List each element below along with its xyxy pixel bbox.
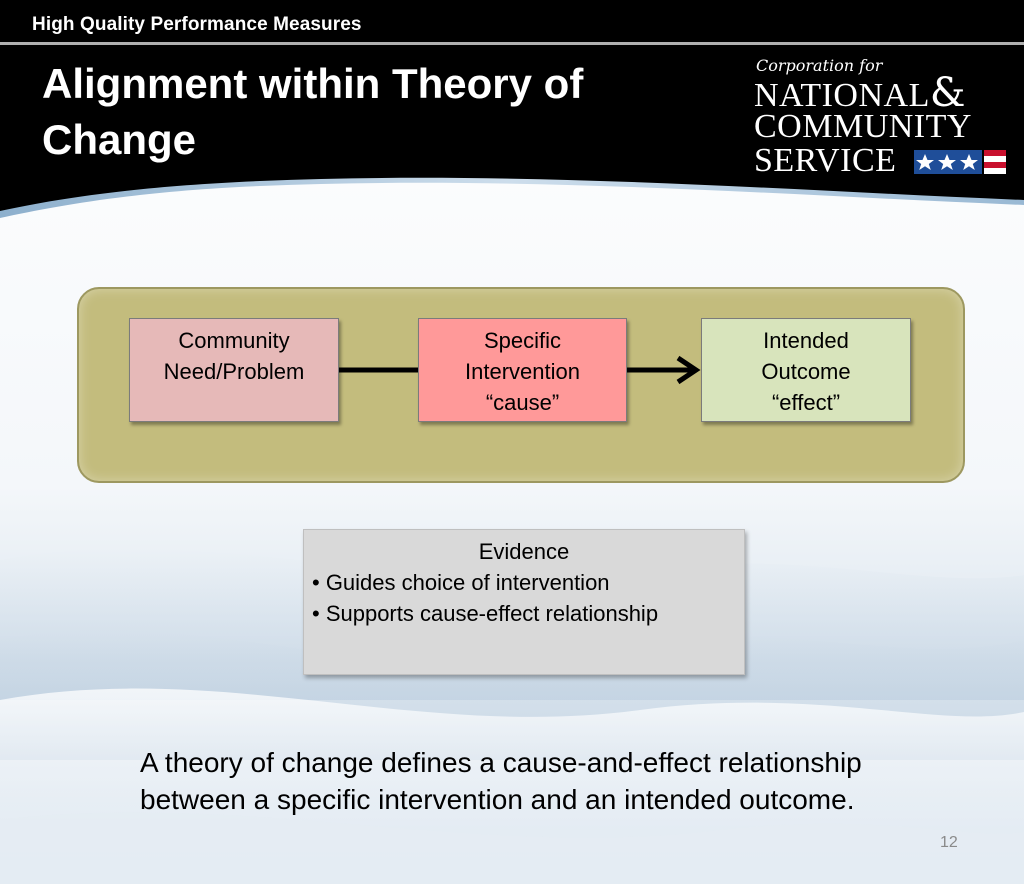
caption-line-1: A theory of change defines a cause-and-e… (140, 747, 862, 778)
intended-outcome-box: Intended Outcome “effect” (701, 318, 911, 422)
logo-corp-text: Corporation for (756, 56, 883, 75)
need-line-2: Need/Problem (163, 359, 305, 384)
specific-intervention-box: Specific Intervention “cause” (418, 318, 627, 422)
evidence-item: • Guides choice of intervention (312, 570, 610, 595)
logo-line-service: SERVICE (754, 142, 897, 179)
title-line-2: Change (42, 116, 197, 163)
header-band (0, 0, 1024, 218)
effect-line-3: “effect” (771, 390, 841, 415)
evidence-title: Evidence (478, 539, 570, 564)
caption-line-2: between a specific intervention and an i… (140, 784, 855, 815)
need-line-1: Community (178, 328, 290, 353)
logo-ampersand: & (929, 70, 966, 116)
logo-national-text: NATIONAL (754, 77, 930, 114)
page-number: 12 (940, 834, 958, 851)
cause-line-1: Specific (483, 328, 562, 353)
evidence-item: • Supports cause-effect relationship (312, 601, 659, 626)
caption-text: A theory of change defines a cause-and-e… (140, 744, 960, 818)
cncs-logo: Corporation for NATIONAL& COMMUNITY SERV… (754, 56, 1016, 180)
cause-line-3: “cause” (485, 390, 560, 415)
cause-line-2: Intervention (465, 359, 580, 384)
flag-stars-icon (914, 150, 1006, 174)
community-need-box: Community Need/Problem (129, 318, 339, 422)
logo-line-national: NATIONAL& (754, 73, 966, 114)
title-line-1: Alignment within Theory of (42, 60, 584, 107)
logo-line-community: COMMUNITY (754, 108, 972, 145)
effect-line-1: Intended (763, 328, 849, 353)
page-title: Alignment within Theory of Change (42, 56, 682, 168)
topbar-title: High Quality Performance Measures (32, 14, 362, 35)
evidence-box: Evidence • Guides choice of intervention… (303, 529, 745, 675)
effect-line-2: Outcome (761, 359, 851, 384)
